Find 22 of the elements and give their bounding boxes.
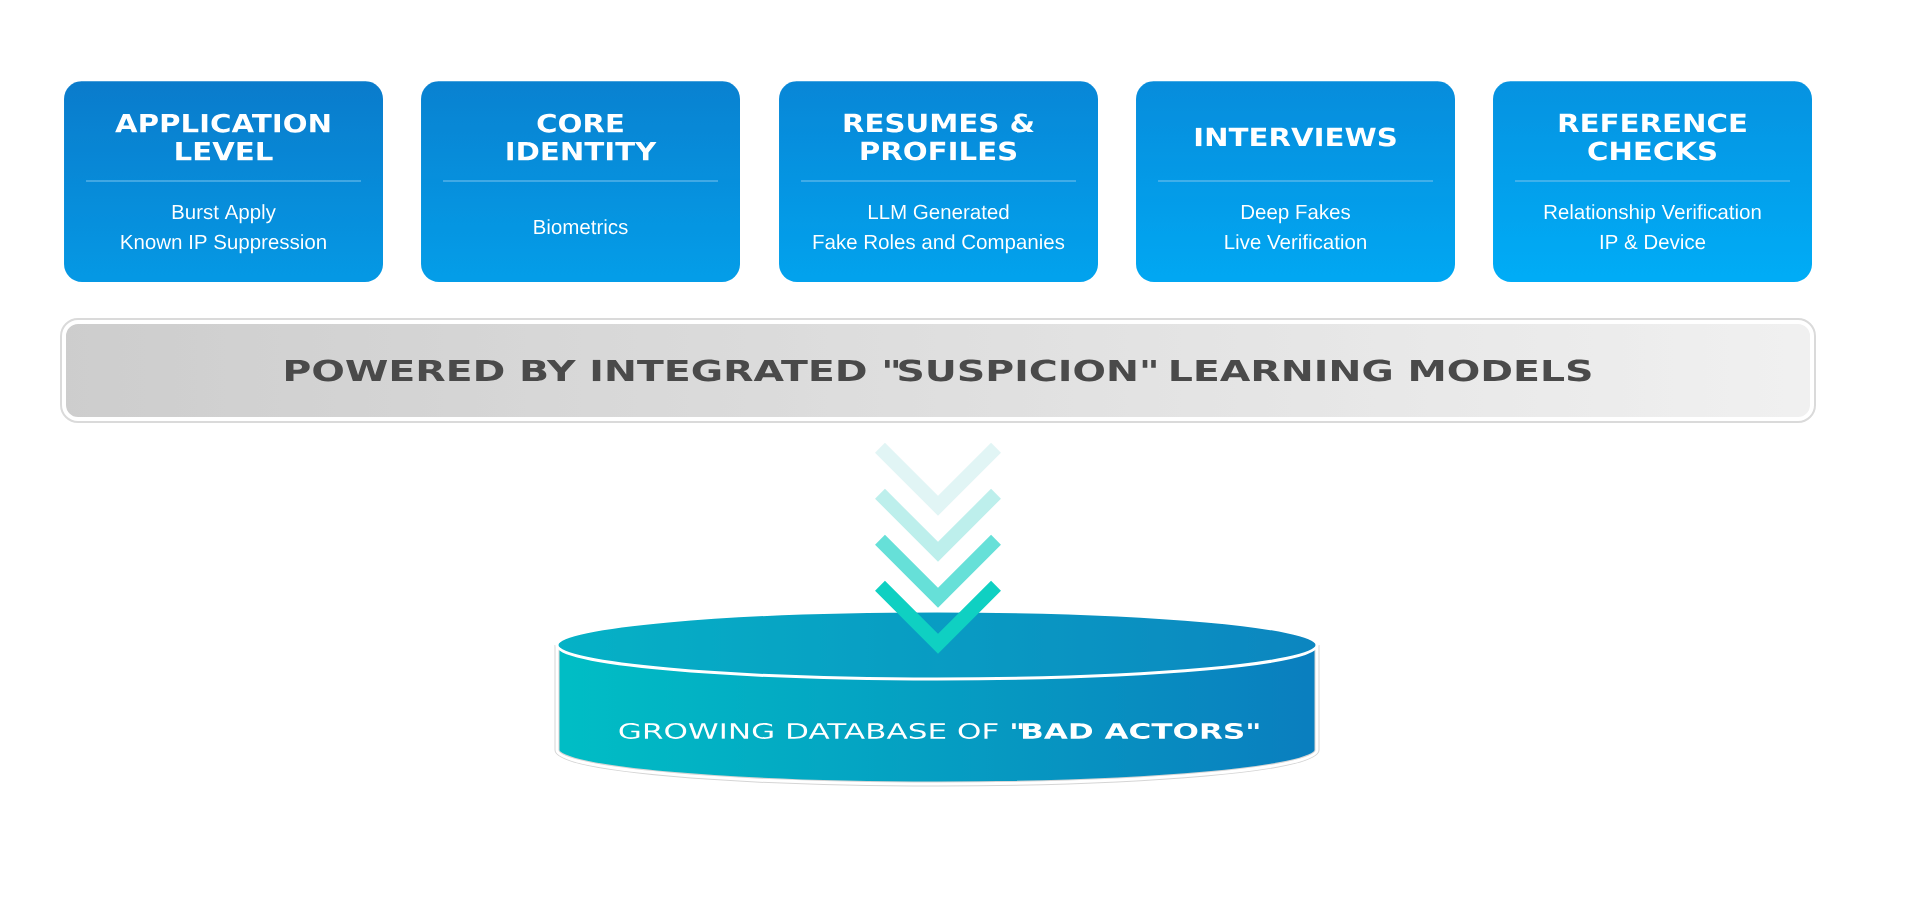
category-card xyxy=(800,113,1077,254)
category-card xyxy=(442,113,719,235)
database-label: GROWING DATABASE OF "BAD ACTORS" xyxy=(619,723,1259,739)
card-item-text: Burst Apply xyxy=(172,204,276,224)
card-heading: REFERENCE CHECKS xyxy=(1559,113,1746,161)
banner-bar: POWERED BY INTEGRATED "SUSPICION" LEARNING MODELS xyxy=(60,318,1816,423)
card-item-text: Fake Roles and Companies xyxy=(813,234,1065,254)
card-item-text: Known IP Suppression xyxy=(121,234,326,254)
card-item-text: LLM Generated xyxy=(868,204,1009,220)
card-heading: APPLICATION LEVEL xyxy=(115,113,330,161)
database-cylinder xyxy=(554,609,1320,787)
card-item-text: Relationship Verification xyxy=(1544,204,1761,224)
card-item-text: Biometrics xyxy=(534,219,628,235)
card-item-text: Live Verification xyxy=(1225,234,1366,250)
card-heading: CORE IDENTITY xyxy=(507,113,657,161)
card-item-text: IP & Device xyxy=(1600,234,1706,250)
card-heading: RESUMES & PROFILES xyxy=(844,113,1034,161)
category-card xyxy=(1514,113,1791,250)
category-card xyxy=(1157,127,1434,250)
category-card xyxy=(85,113,362,254)
card-item-text: Deep Fakes xyxy=(1241,204,1350,224)
card-heading: INTERVIEWS xyxy=(1195,127,1396,147)
